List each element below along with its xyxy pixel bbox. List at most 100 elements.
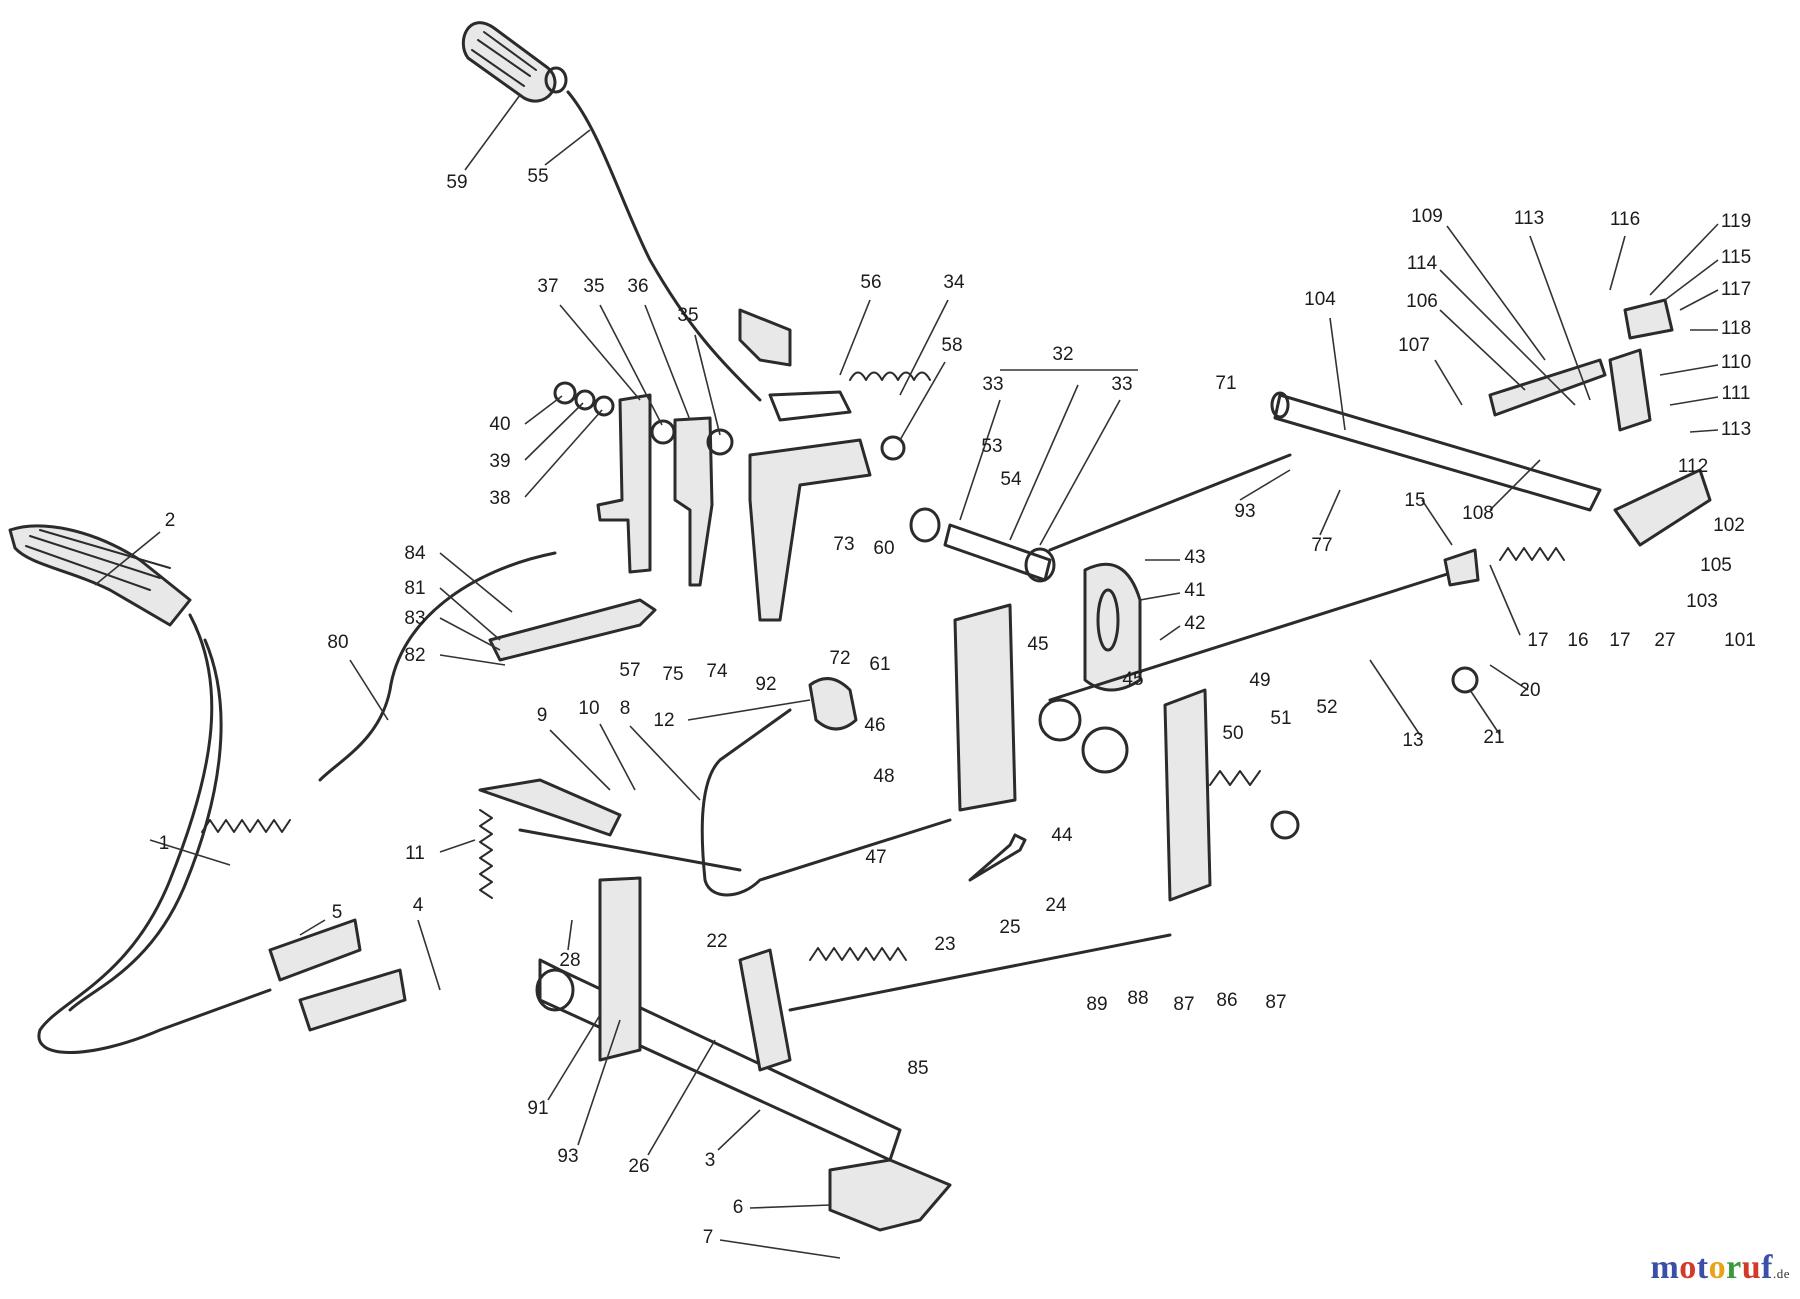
- bracket-106: [1488, 358, 1607, 417]
- watermark-letter: r: [1726, 1249, 1742, 1286]
- bell-crank-plate: [598, 876, 642, 1062]
- part-label-50: 50: [1222, 723, 1243, 744]
- washer-35b: [706, 428, 734, 456]
- collar-33a: [909, 507, 941, 543]
- cover-115: [1623, 298, 1674, 340]
- part-label-4: 4: [413, 895, 424, 916]
- nut-52: [1270, 810, 1300, 840]
- rod-85: [788, 933, 1172, 1012]
- washer-39: [574, 389, 596, 411]
- part-label-81: 81: [404, 578, 425, 599]
- foot-pedal: [8, 524, 192, 627]
- roller-12: [808, 677, 858, 731]
- spring-50: [1209, 770, 1261, 786]
- part-label-113: 113: [1721, 419, 1751, 440]
- center-plate-46: [953, 603, 1017, 812]
- part-label-105: 105: [1700, 555, 1732, 576]
- part-label-51: 51: [1270, 708, 1291, 729]
- part-label-109: 109: [1411, 206, 1443, 227]
- part-label-117: 117: [1721, 279, 1751, 300]
- spring-11: [479, 809, 493, 899]
- cross-shaft-3: [538, 958, 902, 1162]
- part-label-25: 25: [999, 917, 1020, 938]
- pivot-rod: [518, 828, 742, 872]
- plate-101: [1613, 468, 1712, 547]
- part-label-37: 37: [537, 276, 558, 297]
- part-label-88: 88: [1127, 988, 1148, 1009]
- part-label-114: 114: [1407, 253, 1438, 274]
- part-label-101: 101: [1724, 630, 1756, 651]
- part-label-17: 17: [1527, 630, 1548, 651]
- clevis-15: [1443, 548, 1480, 587]
- part-label-56: 56: [860, 272, 881, 293]
- part-label-72: 72: [829, 648, 850, 669]
- part-label-9: 9: [537, 705, 548, 726]
- part-label-75: 75: [662, 664, 683, 685]
- part-label-103: 103: [1686, 591, 1718, 612]
- cable-spring: [201, 819, 291, 833]
- link-plate-1: [268, 918, 362, 982]
- part-label-111: 111: [1722, 383, 1751, 404]
- part-label-17: 17: [1609, 630, 1630, 651]
- part-label-35: 35: [677, 305, 698, 326]
- part-label-38: 38: [489, 488, 510, 509]
- part-label-40: 40: [489, 414, 510, 435]
- shaft-end-6: [828, 1158, 952, 1232]
- pedal-arm-inner: [68, 638, 223, 1012]
- part-label-55: 55: [527, 166, 548, 187]
- part-label-24: 24: [1045, 895, 1067, 916]
- part-label-93: 93: [1234, 501, 1255, 522]
- shaft-end-104: [1270, 391, 1290, 419]
- watermark-logo: motoruf.de: [1650, 1249, 1790, 1287]
- part-label-48: 48: [873, 766, 894, 787]
- rod-13: [1048, 568, 1462, 702]
- part-label-8: 8: [620, 698, 631, 719]
- control-cable-80: [318, 551, 557, 782]
- part-label-116: 116: [1610, 209, 1640, 230]
- part-label-83: 83: [404, 608, 425, 629]
- part-label-49: 49: [1249, 670, 1270, 691]
- return-spring-56: [849, 371, 931, 381]
- disc-44b: [1081, 726, 1129, 774]
- spring-16: [1499, 547, 1565, 561]
- nut-58: [880, 435, 906, 461]
- lever-pivot-tube: [768, 390, 852, 422]
- part-label-104: 104: [1304, 289, 1336, 310]
- part-label-3: 3: [705, 1150, 716, 1171]
- part-label-26: 26: [628, 1156, 649, 1177]
- washer-35: [650, 419, 676, 445]
- linkage-rod-8: [700, 708, 952, 897]
- hand-lever-knob: [461, 21, 568, 103]
- hand-lever-rod: [566, 90, 762, 402]
- lever-bracket: [738, 308, 792, 367]
- watermark-text: motoruf: [1650, 1249, 1773, 1286]
- part-label-57: 57: [619, 660, 640, 681]
- link-plate-49: [1163, 688, 1212, 902]
- watermark-letter: t: [1696, 1249, 1709, 1286]
- side-plate-36: [673, 416, 714, 587]
- pedal-arm: [37, 613, 272, 1054]
- nut-21: [1451, 666, 1479, 694]
- part-label-77: 77: [1311, 535, 1332, 556]
- part-label-47: 47: [865, 847, 886, 868]
- lever-mount-bracket: [748, 438, 872, 622]
- cam-slot: [1096, 588, 1120, 652]
- collar-33b: [1024, 547, 1056, 583]
- part-label-21: 21: [1483, 727, 1504, 748]
- part-label-91: 91: [527, 1098, 548, 1119]
- part-label-113: 113: [1514, 208, 1544, 229]
- part-label-39: 39: [489, 451, 510, 472]
- part-label-86: 86: [1216, 990, 1237, 1011]
- part-label-102: 102: [1713, 515, 1745, 536]
- part-label-7: 7: [703, 1227, 714, 1248]
- part-label-82: 82: [404, 645, 425, 666]
- part-label-28: 28: [559, 950, 580, 971]
- part-label-27: 27: [1654, 630, 1675, 651]
- part-label-106: 106: [1406, 291, 1438, 312]
- center-shaft-32: [943, 523, 1052, 582]
- shaft-104: [1273, 393, 1602, 512]
- drawing: [8, 21, 1712, 1232]
- lever-plate-85: [738, 948, 792, 1072]
